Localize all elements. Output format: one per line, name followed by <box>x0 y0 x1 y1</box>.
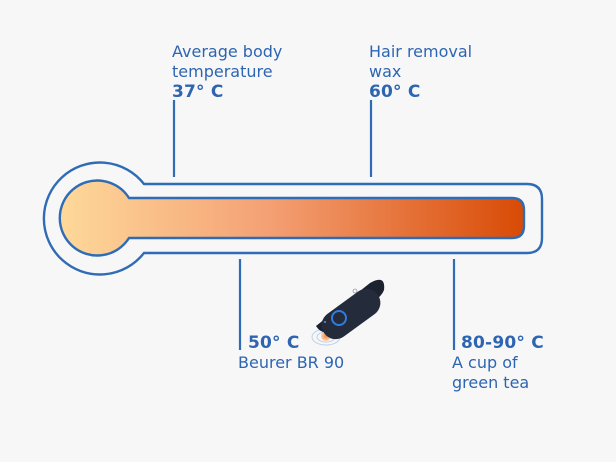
thermometer-mercury <box>58 179 526 257</box>
marker-temperature: 50° C <box>248 333 300 353</box>
marker-50-desc: Beurer BR 90 <box>238 353 344 373</box>
thermometer-outer-outline <box>42 161 544 276</box>
marker-37: Average body temperature 37° C <box>172 42 282 102</box>
marker-description: Beurer BR 90 <box>238 353 345 372</box>
beurer-br90-device-icon <box>311 279 385 346</box>
marker-description: Average body <box>172 42 283 61</box>
marker-temperature: 60° C <box>369 82 421 102</box>
marker-description: A cup of <box>452 353 518 372</box>
marker-60: Hair removal wax 60° C <box>369 42 472 102</box>
marker-50-temp: 50° C <box>248 333 300 353</box>
marker-80-90-desc: A cup of green tea <box>452 353 529 393</box>
marker-description: green tea <box>452 373 530 392</box>
marker-description: Hair removal <box>369 42 473 61</box>
marker-description: temperature <box>172 62 273 81</box>
marker-80-90-temp: 80-90° C <box>461 333 544 353</box>
marker-temperature: 37° C <box>172 82 224 102</box>
marker-temperature: 80-90° C <box>461 333 544 353</box>
marker-description: wax <box>369 62 402 81</box>
